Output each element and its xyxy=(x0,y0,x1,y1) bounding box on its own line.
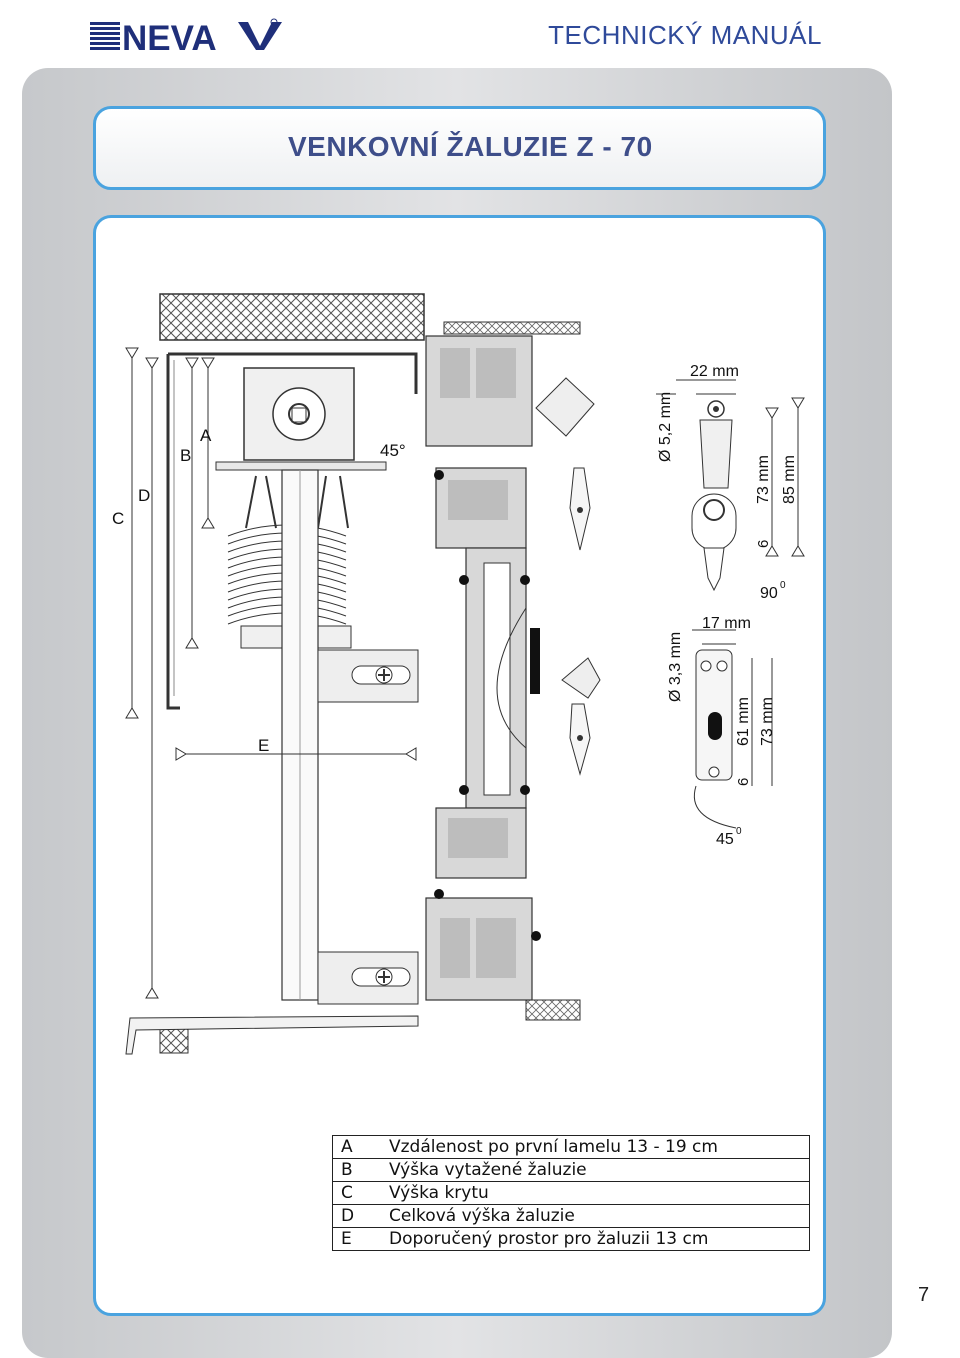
brand-wordmark: NEVA xyxy=(122,19,217,56)
legend-key: B xyxy=(332,1158,385,1182)
label-dim-17: 17 mm xyxy=(702,615,751,632)
clip-detail-top xyxy=(656,393,737,592)
document-title: VENKOVNÍ ŽALUZIE Z - 70 xyxy=(288,131,653,162)
label-angle-45: 45 xyxy=(716,831,734,848)
label-angle-45-sup: 0 xyxy=(736,826,742,837)
label-dim-73b: 73 mm xyxy=(759,697,776,746)
window-frame xyxy=(425,335,533,1001)
page-number: 7 xyxy=(918,1284,930,1306)
technical-drawing: C D B A E 45° 22 mm Ø 5,2 mm 73 mm 85 mm… xyxy=(112,293,805,1055)
clip-detail-bottom xyxy=(694,643,737,829)
legend-key: E xyxy=(332,1227,385,1251)
legend-text: Výška krytu xyxy=(385,1181,810,1205)
legend-text: Výška vytažené žaluzie xyxy=(385,1158,810,1182)
label-e: E xyxy=(258,736,269,755)
neva-logo: NEVA xyxy=(88,16,288,58)
window-sill xyxy=(125,1015,419,1055)
legend-text: Vzdálenost po první lamelu 13 - 19 cm xyxy=(385,1135,810,1159)
label-dim-61: 61 mm xyxy=(735,697,752,746)
dimension-arrows xyxy=(125,347,805,999)
sill-strip xyxy=(525,999,581,1021)
legend-key: C xyxy=(332,1181,385,1205)
wall-clip-top xyxy=(535,377,595,437)
cover-profile xyxy=(166,352,418,710)
label-angle-90: 90 xyxy=(760,585,778,602)
wall-clip-bottom xyxy=(561,657,601,699)
diagram-box: C D B A E 45° 22 mm Ø 5,2 mm 73 mm 85 mm… xyxy=(93,215,826,1316)
label-dia-mid: Ø 3,3 mm xyxy=(667,632,684,702)
legend-text: Celková výška žaluzie xyxy=(385,1204,810,1228)
label-dia-top: Ø 5,2 mm xyxy=(657,392,674,462)
label-angle-top: 45° xyxy=(380,441,406,460)
label-b: B xyxy=(180,446,191,465)
label-dim-22: 22 mm xyxy=(690,363,739,380)
lintel-masonry xyxy=(159,293,425,341)
window-handle xyxy=(530,628,540,694)
head-rail xyxy=(215,461,387,471)
label-dim-73a: 73 mm xyxy=(755,455,772,504)
label-d: D xyxy=(138,486,150,505)
label-dim-6a: 6 xyxy=(755,540,772,548)
dimension-lines xyxy=(131,358,799,988)
label-dim-85: 85 mm xyxy=(781,455,798,504)
manual-title: TECHNICKÝ MANUÁL xyxy=(548,20,822,50)
legend-text: Doporučený prostor pro žaluzii 13 cm xyxy=(385,1227,810,1251)
legend-key: D xyxy=(332,1204,385,1228)
label-dim-6b: 6 xyxy=(735,778,752,786)
label-c: C xyxy=(112,509,124,528)
legend-key: A xyxy=(332,1135,385,1159)
label-a: A xyxy=(200,426,212,445)
label-angle-90-sup: 0 xyxy=(780,580,786,591)
title-box: VENKOVNÍ ŽALUZIE Z - 70 xyxy=(93,106,826,190)
lintel-strip xyxy=(443,321,581,335)
